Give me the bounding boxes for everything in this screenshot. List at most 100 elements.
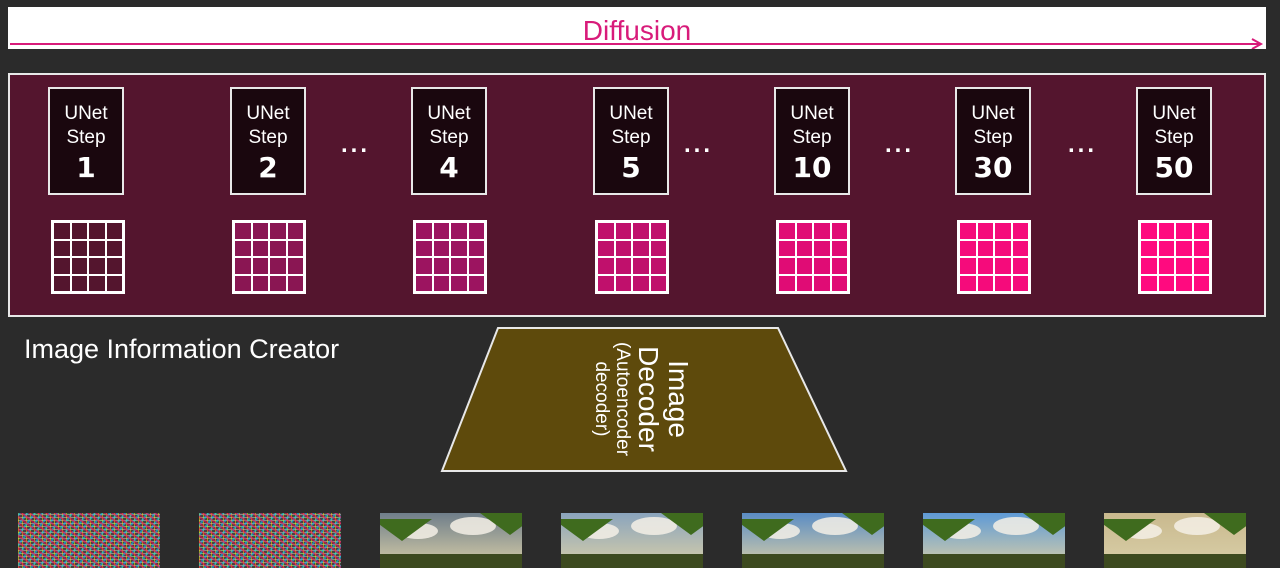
latent-cell	[467, 274, 485, 292]
latent-cell	[1011, 274, 1029, 292]
latent-cell	[234, 239, 252, 257]
output-image	[199, 513, 341, 568]
output-image	[18, 513, 160, 568]
latent-cell	[432, 222, 450, 240]
palm-shape	[380, 519, 432, 541]
latent-cell	[1175, 257, 1193, 275]
image-information-creator-label: Image Information Creator	[24, 334, 340, 364]
latent-cell	[632, 239, 650, 257]
latent-cell	[269, 274, 287, 292]
latent-cell	[70, 239, 88, 257]
latent-cell	[1192, 239, 1210, 257]
latent-cell	[53, 274, 71, 292]
output-image	[742, 513, 884, 568]
latent-grid	[413, 220, 487, 294]
latent-grid	[595, 220, 669, 294]
unet-step-number: 4	[439, 151, 459, 184]
latent-grid	[776, 220, 850, 294]
unet-step-number: 1	[76, 151, 96, 184]
latent-cell	[649, 274, 667, 292]
unet-step-card: UNet Step 10	[774, 87, 850, 195]
latent-cell	[1140, 222, 1158, 240]
latent-cell	[234, 274, 252, 292]
latent-cell	[649, 222, 667, 240]
latent-cell	[959, 257, 977, 275]
latent-cell	[1011, 257, 1029, 275]
latent-cell	[251, 222, 269, 240]
latent-cell	[234, 222, 252, 240]
latent-cell	[415, 274, 433, 292]
latent-cell	[450, 257, 468, 275]
unet-step-number: 50	[1154, 151, 1194, 184]
latent-cell	[251, 239, 269, 257]
latent-cell	[959, 274, 977, 292]
output-image	[923, 513, 1065, 568]
output-image	[1104, 513, 1246, 568]
output-image	[380, 513, 522, 568]
latent-cell	[105, 222, 123, 240]
latent-cell	[251, 274, 269, 292]
latent-cell	[415, 239, 433, 257]
image-decoder-label: Image Decoder (Autoencoder decoder)	[522, 336, 762, 462]
latent-cell	[88, 239, 106, 257]
decoder-subtitle-line1: (Autoencoder	[611, 341, 633, 457]
latent-grid	[232, 220, 306, 294]
decoder-title-line1: Image	[662, 360, 694, 438]
diffusion-arrow	[10, 38, 1264, 49]
unet-step-card: UNet Step 30	[955, 87, 1031, 195]
latent-cell	[1157, 274, 1175, 292]
latent-cell	[1011, 239, 1029, 257]
latent-cell	[432, 274, 450, 292]
latent-cell	[88, 222, 106, 240]
image-decoder-shape	[440, 327, 848, 472]
latent-cell	[994, 222, 1012, 240]
unet-step-card: UNet Step 50	[1136, 87, 1212, 195]
latent-cell	[795, 239, 813, 257]
latent-cell	[795, 222, 813, 240]
diffusion-title: Diffusion	[582, 15, 692, 46]
latent-cell	[976, 239, 994, 257]
latent-cell	[597, 222, 615, 240]
latent-cell	[70, 257, 88, 275]
latent-cell	[994, 274, 1012, 292]
latent-cell	[1192, 257, 1210, 275]
latent-cell	[830, 257, 848, 275]
latent-cell	[597, 239, 615, 257]
palm-shape	[923, 519, 975, 541]
latent-cell	[269, 239, 287, 257]
latent-cell	[1140, 257, 1158, 275]
latent-grid	[957, 220, 1031, 294]
latent-cell	[1175, 239, 1193, 257]
latent-cell	[649, 239, 667, 257]
latent-cell	[467, 222, 485, 240]
palm-shape	[561, 519, 613, 541]
latent-cell	[614, 239, 632, 257]
palm-shape	[1104, 519, 1156, 541]
latent-cell	[53, 222, 71, 240]
latent-cell	[1011, 222, 1029, 240]
unet-step-card: UNet Step 1	[48, 87, 124, 195]
decoder-title-line2: Decoder	[632, 346, 664, 452]
latent-grid	[1138, 220, 1212, 294]
unet-step-label: UNet Step	[1152, 103, 1196, 148]
unet-step-card: UNet Step 5	[593, 87, 669, 195]
unet-step-number: 5	[621, 151, 641, 184]
latent-cell	[994, 257, 1012, 275]
image-information-creator-panel: UNet Step 1 UNet Step 2 UNet Step 4 UNet…	[8, 73, 1266, 317]
decoder-subtitle-line2: decoder)	[590, 361, 612, 437]
latent-cell	[813, 274, 831, 292]
palm-shape	[480, 513, 522, 535]
latent-cell	[105, 257, 123, 275]
palm-shape	[1204, 513, 1246, 535]
latent-cell	[778, 222, 796, 240]
ground-shape	[1104, 554, 1246, 568]
latent-cell	[614, 222, 632, 240]
latent-cell	[994, 239, 1012, 257]
latent-cell	[450, 274, 468, 292]
latent-cell	[597, 274, 615, 292]
latent-cell	[1140, 239, 1158, 257]
unet-step-number: 30	[973, 151, 1013, 184]
latent-cell	[105, 274, 123, 292]
latent-cell	[632, 222, 650, 240]
output-image	[561, 513, 703, 568]
